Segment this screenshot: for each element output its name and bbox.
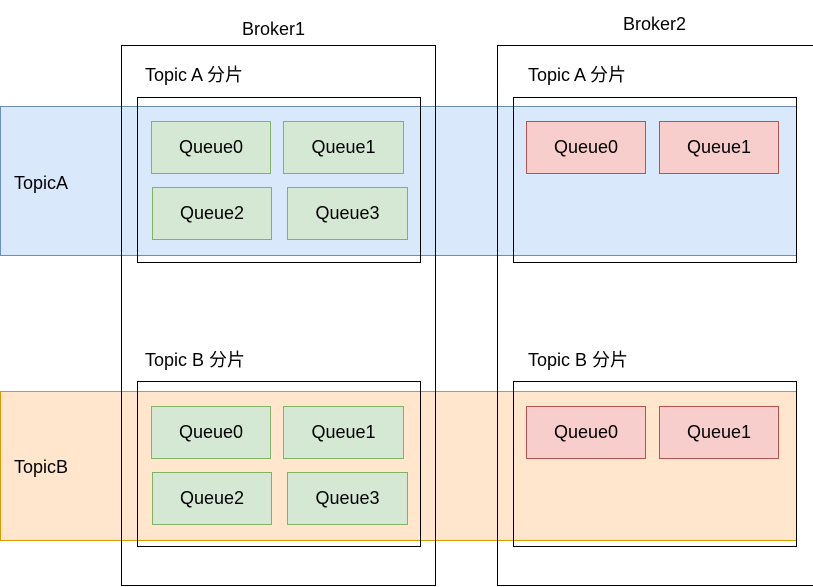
- broker1-title: Broker1: [242, 19, 306, 39]
- broker1-topic-b-queue3: Queue3: [287, 472, 408, 525]
- broker1-topic-a-queue2: Queue2: [152, 187, 272, 240]
- broker2-topic-b-queue0: Queue0: [526, 406, 646, 459]
- broker1-topic-b-shard: [137, 381, 421, 547]
- broker2-topic-a-queue1: Queue1: [659, 121, 779, 174]
- broker2-box: [497, 45, 813, 586]
- broker2-title: Broker2: [623, 14, 687, 34]
- broker2-topic-b-shard-label: Topic B 分片: [528, 350, 629, 370]
- broker1-topic-a-queue1: Queue1: [283, 121, 404, 174]
- broker1-topic-b-shard-label: Topic B 分片: [145, 350, 246, 370]
- broker2-topic-a-shard-label: Topic A 分片: [528, 65, 627, 85]
- topic-b-label: TopicB: [14, 457, 69, 477]
- broker1-topic-a-shard: [137, 97, 421, 263]
- broker1-topic-b-queue1: Queue1: [283, 406, 404, 459]
- broker1-topic-a-queue0: Queue0: [151, 121, 271, 174]
- topic-a-label: TopicA: [14, 173, 69, 193]
- broker2-topic-a-queue0: Queue0: [526, 121, 646, 174]
- broker1-box: [121, 45, 436, 586]
- broker1-topic-a-shard-label: Topic A 分片: [145, 65, 244, 85]
- broker1-topic-b-queue0: Queue0: [151, 406, 271, 459]
- broker1-topic-a-queue3: Queue3: [287, 187, 408, 240]
- broker2-topic-a-shard: [513, 97, 797, 263]
- broker2-topic-b-queue1: Queue1: [659, 406, 779, 459]
- broker2-topic-b-shard: [513, 381, 797, 547]
- broker1-topic-b-queue2: Queue2: [152, 472, 272, 525]
